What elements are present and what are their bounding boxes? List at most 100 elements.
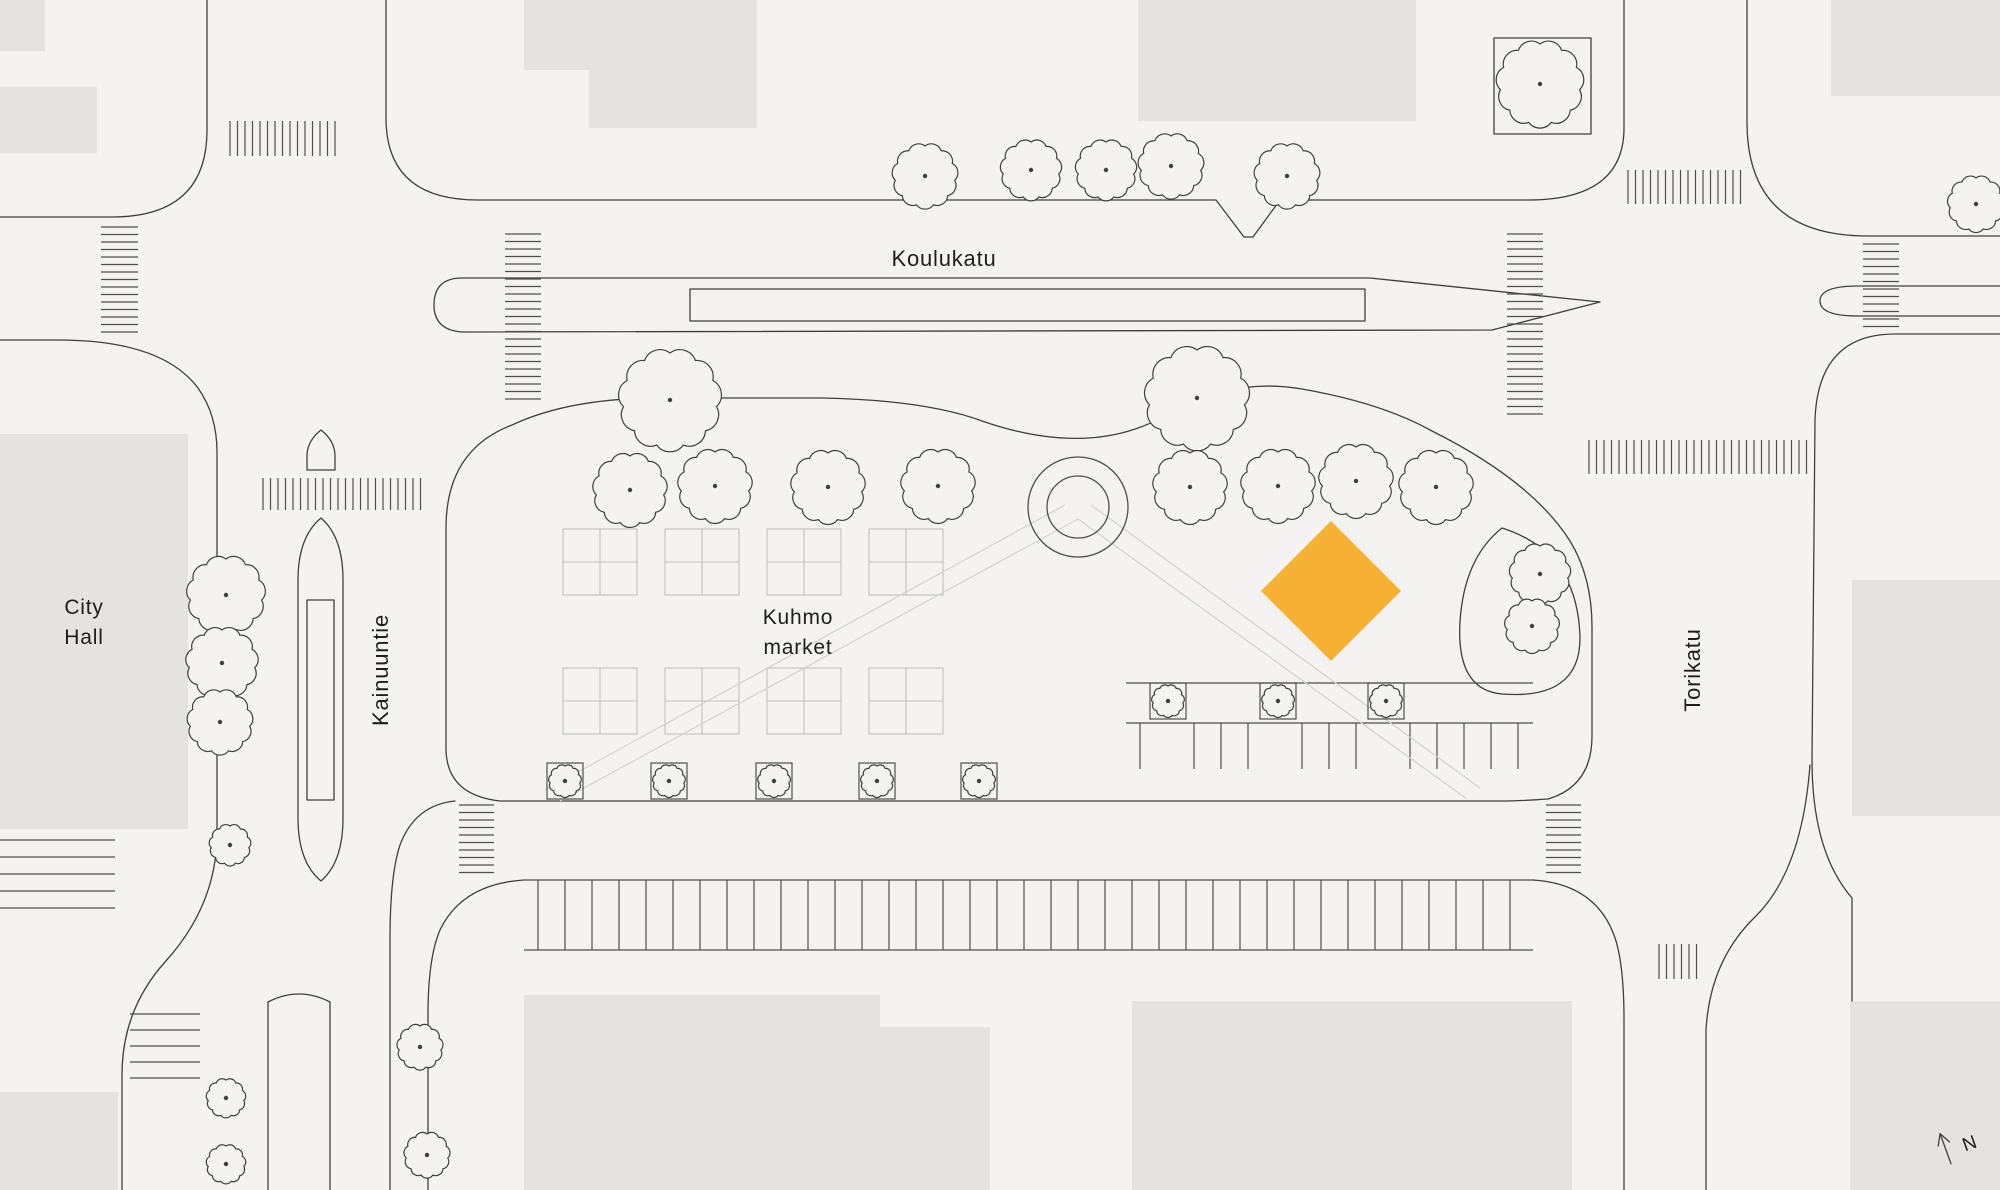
plaza-path	[544, 504, 1066, 791]
tree-trunk	[424, 1152, 430, 1158]
building-south-1	[524, 995, 990, 1190]
tree-icon	[548, 764, 582, 799]
tree-trunk	[1284, 173, 1290, 179]
tree-icon	[205, 1078, 247, 1119]
crosswalk	[1658, 944, 1698, 979]
tree-icon	[1253, 143, 1321, 210]
tree-trunk	[219, 660, 225, 666]
tree-trunk	[227, 842, 233, 848]
crosswalk	[505, 233, 541, 400]
tree-trunk	[667, 397, 673, 403]
tree-trunk	[976, 778, 982, 784]
tree-trunk	[1187, 484, 1193, 490]
tree-trunk	[1165, 698, 1171, 704]
tree-trunk	[562, 778, 568, 784]
tree-planter	[858, 762, 896, 800]
market-stall-cluster	[766, 528, 842, 596]
building-north-1	[524, 0, 757, 128]
median-island	[306, 429, 336, 471]
crosswalk	[262, 478, 422, 510]
trees-layer	[185, 40, 2000, 1185]
tree-trunk	[223, 1095, 229, 1101]
marker-layer	[1261, 521, 1401, 661]
market-stall-cluster	[562, 528, 638, 596]
label-city-hall-1: City	[64, 596, 103, 619]
parking-layer	[0, 682, 1533, 1079]
building-east-mid	[1852, 580, 2000, 816]
plaza-circle-inner	[1046, 475, 1110, 539]
plaza-path	[1077, 518, 1468, 800]
building-nw-corner	[0, 0, 45, 51]
crosswalk	[1507, 233, 1543, 415]
crosswalk	[229, 121, 336, 156]
building-north-2	[1138, 0, 1416, 121]
planters-layer	[546, 682, 1405, 800]
tree-icon	[1261, 684, 1295, 719]
plaza-path	[1090, 504, 1481, 789]
tree-icon	[677, 448, 753, 525]
tree-icon	[396, 1023, 444, 1071]
tree-planter	[960, 762, 998, 800]
median-island-inner	[689, 288, 1366, 322]
planter-box	[1259, 682, 1297, 720]
planter-box	[546, 762, 584, 800]
label-city-hall-2: Hall	[64, 626, 103, 649]
parking-row	[1139, 723, 1519, 769]
tree-icon	[652, 764, 686, 799]
road-edge	[1811, 333, 2000, 1002]
tree-icon	[900, 448, 976, 525]
market-stall-cluster	[664, 667, 740, 735]
tree-icon	[205, 1144, 247, 1185]
tree-trunk	[1537, 571, 1543, 577]
building-nw-2	[0, 87, 97, 153]
tree-planter	[546, 762, 584, 800]
planter-box	[650, 762, 688, 800]
plaza-circle-outer	[1027, 456, 1129, 558]
tree-planter	[1259, 682, 1297, 720]
building-city-hall	[0, 434, 188, 829]
median-island	[433, 277, 1601, 333]
tree-trunk	[1383, 698, 1389, 704]
tree-icon	[999, 139, 1063, 202]
tree-trunk	[935, 483, 941, 489]
median-island-inner	[306, 599, 335, 801]
tree-icon	[1240, 448, 1316, 525]
tree-planter	[1367, 682, 1405, 720]
market-stall-cluster	[664, 528, 740, 596]
tree-icon	[1074, 139, 1138, 202]
tree-trunk	[712, 483, 718, 489]
tree-planter-box	[1493, 37, 1592, 135]
tree-icon	[1151, 684, 1185, 719]
tree-trunk	[874, 778, 880, 784]
tree-icon	[403, 1131, 451, 1179]
tree-icon	[1137, 133, 1205, 200]
tree-icon	[1369, 684, 1403, 719]
planter-box	[755, 762, 793, 800]
tree-icon	[208, 824, 252, 867]
road-edge	[385, 0, 1625, 238]
tree-trunk	[217, 719, 223, 725]
road-edge	[1746, 0, 2000, 237]
tree-planter	[1149, 682, 1187, 720]
parking-row	[0, 839, 115, 909]
highlight-marker[interactable]	[1261, 521, 1401, 661]
tree-trunk	[1973, 201, 1979, 207]
north-arrow	[1937, 1132, 1952, 1165]
crosswalk	[1546, 804, 1581, 874]
crosswalk	[459, 804, 494, 874]
tree-trunk	[1275, 698, 1281, 704]
crosswalk	[1863, 243, 1899, 328]
market-stalls-layer	[562, 528, 944, 735]
tree-trunk	[825, 484, 831, 490]
tree-trunk	[417, 1044, 423, 1050]
tree-icon	[1495, 40, 1585, 129]
label-koulukatu: Koulukatu	[891, 246, 996, 271]
planter-box	[1367, 682, 1405, 720]
building-sw-corner	[0, 1092, 118, 1190]
label-north: N	[1960, 1131, 1981, 1156]
planter-box	[858, 762, 896, 800]
crosswalk	[1588, 440, 1808, 474]
tree-trunk	[1537, 81, 1543, 87]
